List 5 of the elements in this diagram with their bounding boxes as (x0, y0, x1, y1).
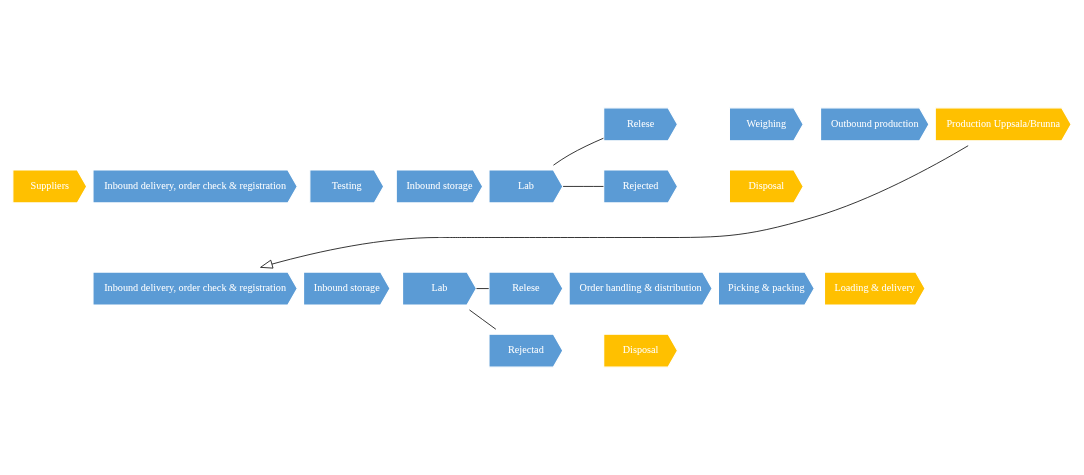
connector (562, 186, 604, 187)
connector (469, 309, 497, 330)
connector (476, 288, 490, 289)
connector (553, 137, 604, 166)
arrow (260, 145, 969, 269)
